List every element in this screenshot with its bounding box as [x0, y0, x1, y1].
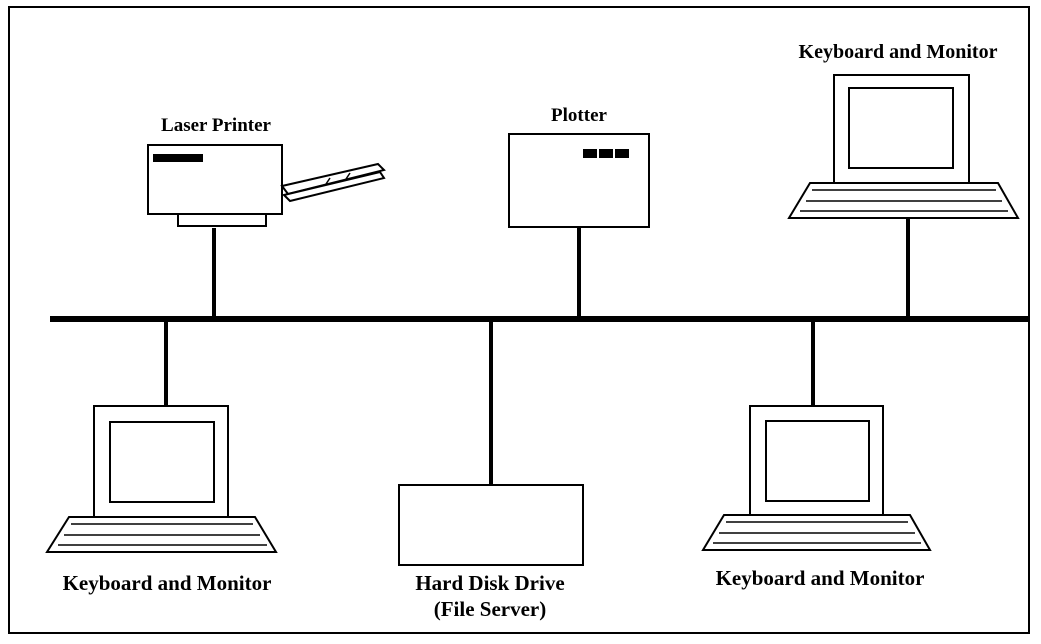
computer-icon-bottom-right [703, 406, 930, 550]
workstation-top-right-label: Keyboard and Monitor [758, 40, 1038, 65]
computer-icon-bottom-left [47, 406, 276, 552]
file-server-icon [399, 485, 583, 565]
laser-printer-icon [148, 145, 384, 226]
plotter-label: Plotter [529, 104, 629, 128]
plotter-icon [509, 134, 649, 227]
workstation-bottom-right-label: Keyboard and Monitor [675, 565, 965, 591]
computer-icon-top-right [789, 75, 1018, 218]
workstation-bottom-left-label: Keyboard and Monitor [22, 570, 312, 596]
file-server-label-line2: (File Server) [370, 596, 610, 622]
laser-printer-label: Laser Printer [116, 114, 316, 138]
file-server-label-line1: Hard Disk Drive [370, 570, 610, 596]
